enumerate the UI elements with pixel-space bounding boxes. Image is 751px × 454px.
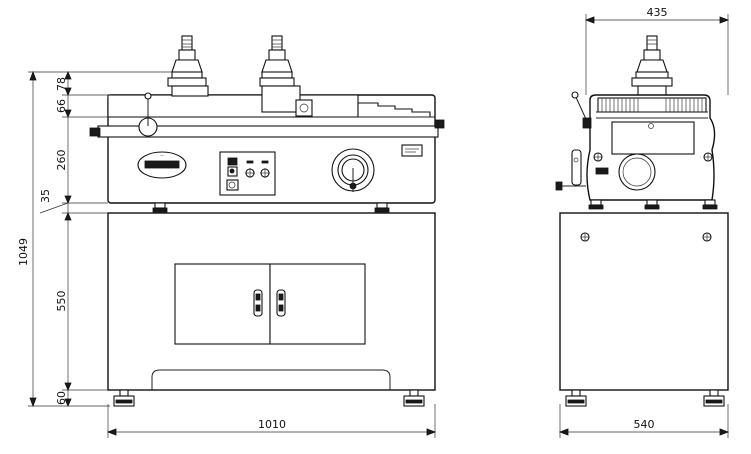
side-bolts bbox=[593, 152, 713, 162]
side-label bbox=[595, 167, 609, 175]
side-round-cover bbox=[618, 153, 656, 191]
dim-width-1010: 1010 bbox=[258, 418, 286, 431]
front-spindle-left bbox=[167, 35, 209, 97]
front-leveling-feet bbox=[113, 389, 425, 407]
dim-top-78: 78 bbox=[55, 77, 68, 91]
front-display bbox=[227, 157, 238, 166]
dim-cabinet-550: 550 bbox=[55, 291, 68, 312]
front-upper-feet bbox=[152, 202, 390, 213]
side-leveling-feet bbox=[565, 389, 725, 407]
svg-text:····: ···· bbox=[159, 153, 164, 158]
dim-foot-60: 60 bbox=[55, 391, 68, 405]
dim-offset-35: 35 bbox=[39, 189, 52, 203]
side-upper-feet bbox=[588, 199, 718, 210]
front-right-knob bbox=[434, 119, 445, 129]
front-name-plate bbox=[401, 144, 423, 157]
side-crank-handle bbox=[555, 149, 586, 191]
dim-base-width-540: 540 bbox=[634, 418, 655, 431]
side-lever bbox=[571, 91, 592, 129]
side-spindle bbox=[631, 35, 673, 99]
dim-top-width-435: 435 bbox=[647, 6, 668, 19]
front-left-knob bbox=[89, 127, 101, 137]
front-cabinet-door-right bbox=[269, 263, 366, 345]
side-view: 435 540 bbox=[555, 6, 730, 438]
dim-top-66: 66 bbox=[55, 99, 68, 113]
dim-upper-260: 260 bbox=[55, 150, 68, 171]
side-cabinet bbox=[559, 212, 729, 391]
front-view: ···· bbox=[17, 35, 445, 438]
dim-overall-height: 1049 bbox=[17, 238, 30, 266]
front-round-gauge bbox=[331, 148, 375, 192]
front-spindle-right bbox=[259, 35, 313, 117]
